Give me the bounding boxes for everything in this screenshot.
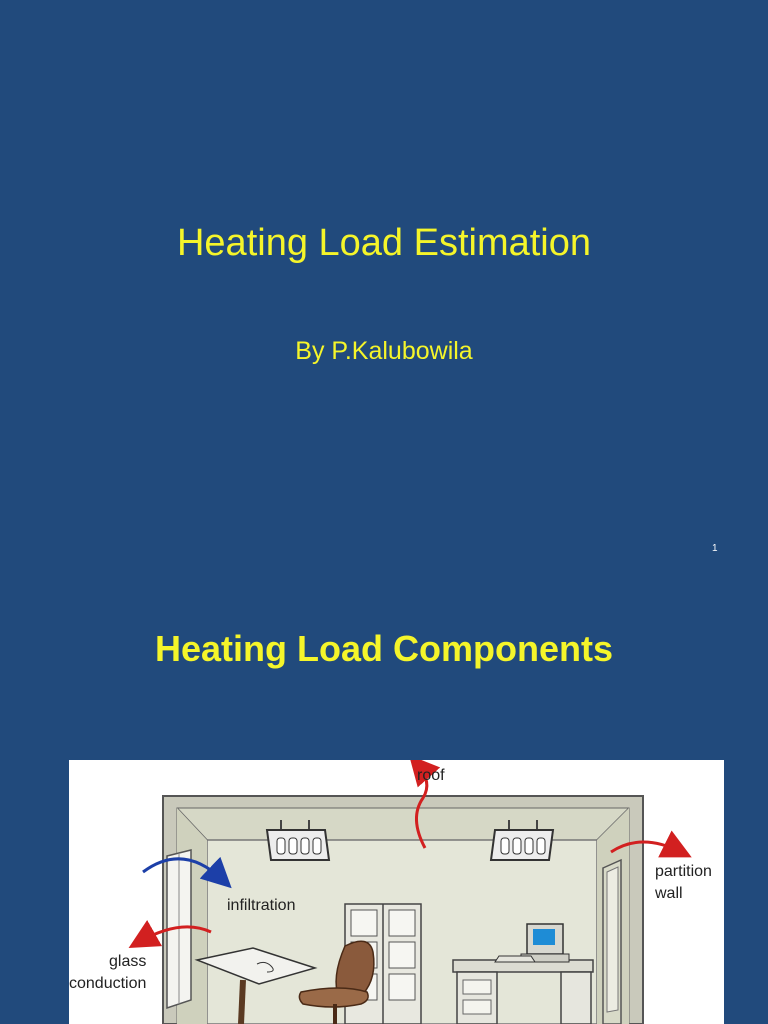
page-number: 1 (712, 543, 718, 554)
slide-subtitle: By P.Kalubowila (295, 337, 473, 365)
ceiling-light-left (265, 820, 331, 861)
label-wall: wall (654, 885, 683, 902)
glass-conduction-arrow (128, 920, 212, 948)
slide-title: Heating Load Estimation (176, 222, 592, 264)
infiltration-arrow (142, 856, 232, 889)
roof-heat-arrow (409, 760, 441, 849)
slide-title: Heating Load Components (155, 628, 613, 669)
heating-load-components-diagram: roof partition wall infiltration glass c… (69, 760, 724, 1024)
slide-2: Heating Load Components (0, 576, 768, 1024)
label-partition: partition (655, 863, 712, 880)
room-illustration: roof partition wall infiltration glass c… (69, 760, 712, 1024)
label-glass: glass (109, 953, 146, 970)
office-chair (298, 940, 375, 1024)
label-roof: roof (417, 767, 445, 784)
desk (452, 959, 594, 1024)
ceiling-light-right (489, 820, 555, 861)
door (602, 858, 622, 1024)
partition-heat-arrow (610, 830, 692, 858)
label-infiltration: infiltration (227, 897, 295, 914)
computer (494, 923, 570, 963)
label-conduction: conduction (69, 975, 146, 992)
slide-1: Heating Load Estimation By P.Kalubowila … (176, 222, 718, 554)
drafting-table (194, 947, 318, 1024)
